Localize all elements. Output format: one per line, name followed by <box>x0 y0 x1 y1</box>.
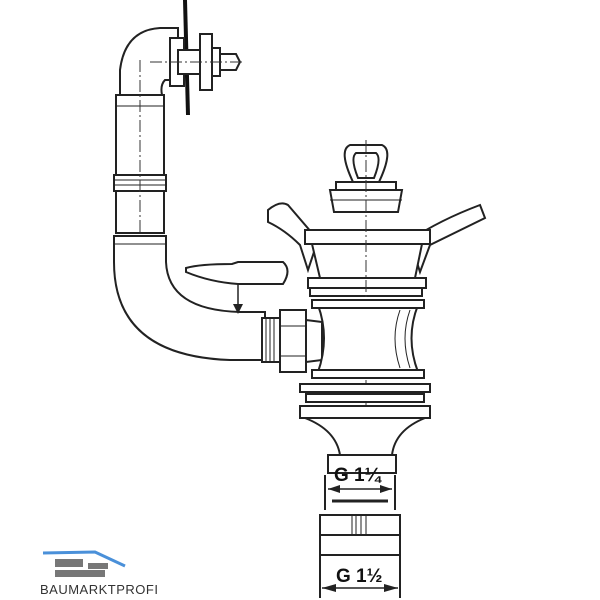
trap-body <box>299 299 431 403</box>
logo-text: BAUMARKTPROFI <box>40 582 159 597</box>
strainer-plug <box>328 140 404 470</box>
tailpiece <box>299 405 431 510</box>
sink-basin <box>267 202 487 297</box>
thread-size-upper: G 1¼ <box>334 465 383 486</box>
overflow-hose <box>113 60 266 361</box>
thread-size-lower: G 1½ <box>336 566 382 587</box>
baumarktprofi-logo <box>42 550 126 577</box>
tool-indicator <box>185 261 289 314</box>
outlet-nut <box>319 514 401 598</box>
overflow-fitting <box>119 27 245 96</box>
dimension-lower: G 1½ <box>322 566 398 592</box>
hose-nut <box>261 309 323 373</box>
dimension-upper: G 1¼ <box>328 465 392 493</box>
